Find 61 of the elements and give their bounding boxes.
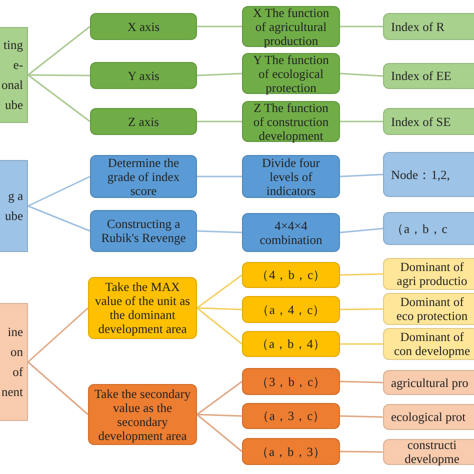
connector-line xyxy=(196,414,242,417)
connector-line xyxy=(340,72,384,77)
process-box: Constructing a Rubik's Revenge xyxy=(90,210,197,252)
connector-line xyxy=(340,380,384,384)
combination-box: （a，3，c） xyxy=(242,403,340,429)
connector-line xyxy=(196,380,242,416)
connector-line xyxy=(196,307,242,310)
connector-line xyxy=(28,307,88,363)
process-box: Take the MAX value of the unit as the dominant development area xyxy=(88,277,197,339)
connector-line xyxy=(340,308,383,310)
result-box: Dominant of eco protection xyxy=(383,293,474,325)
process-box: Z The function of construction development xyxy=(242,101,340,142)
process-box: Z axis xyxy=(90,108,197,135)
section-box: g a ube xyxy=(0,160,28,252)
connector-line xyxy=(340,228,384,234)
combination-box: （a，b，3） xyxy=(242,438,340,465)
process-box: Y The function of ecological protection xyxy=(242,53,340,94)
process-box: X The function of agricultural production xyxy=(242,6,340,47)
connector-line xyxy=(28,176,90,207)
process-box: X axis xyxy=(90,13,197,40)
connector-line xyxy=(196,72,242,76)
connector-line xyxy=(28,74,90,122)
combination-box: （4，b，c） xyxy=(242,262,340,288)
result-box: Node：1,2, xyxy=(383,152,474,197)
connector-line xyxy=(340,120,383,122)
connector-line xyxy=(28,74,90,76)
connector-line xyxy=(28,205,90,232)
connector-line xyxy=(340,415,384,418)
connector-line xyxy=(196,230,242,234)
connector-line xyxy=(196,307,242,345)
combination-box: （3，b，c） xyxy=(242,368,340,395)
result-box: ecological prot xyxy=(383,404,474,430)
result-box: constructi developme xyxy=(383,439,474,465)
process-box: Y axis xyxy=(90,62,197,89)
process-box: Divide four levels of indicators xyxy=(242,155,340,198)
combination-box: （a，b，4） xyxy=(242,331,340,357)
connector-line xyxy=(340,343,383,345)
connector-line xyxy=(197,120,242,122)
connector-line xyxy=(196,274,242,309)
connector-line xyxy=(197,176,242,178)
connector-line xyxy=(340,273,384,276)
result-box: Index of SE xyxy=(383,108,474,135)
connector-line xyxy=(28,361,88,416)
result-box: （a，b，c xyxy=(383,212,474,245)
connector-line xyxy=(197,26,242,28)
result-box: Index of R xyxy=(383,13,474,40)
result-box: Index of EE xyxy=(383,63,474,89)
process-box: 4×4×4 combination xyxy=(242,213,340,252)
section-box: ting e- onal ube xyxy=(0,27,28,123)
connector-line xyxy=(340,450,383,453)
combination-box: （a，4，c） xyxy=(242,296,340,323)
process-box: Take the secondary value as the secondary development area xyxy=(88,384,197,445)
process-box: Determine the grade of index score xyxy=(90,155,197,198)
section-box: ine on of nent xyxy=(0,303,28,421)
result-box: Dominant of agri productio xyxy=(383,258,474,290)
connector-line xyxy=(340,174,384,178)
connector-line xyxy=(196,414,242,452)
result-box: Dominant of con developme xyxy=(383,328,474,360)
result-box: agricultural pro xyxy=(383,370,474,395)
connector-line xyxy=(340,26,383,28)
connector-line xyxy=(28,26,90,76)
